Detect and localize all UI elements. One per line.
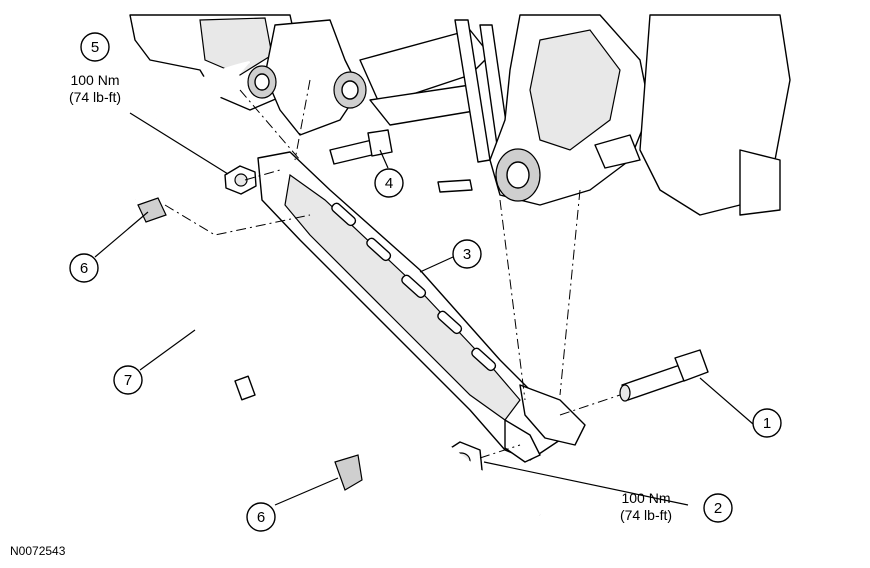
callout-4: 4 [374,168,404,198]
assembly-centerlines [164,79,621,459]
callout-5-torque-lbft: (74 lb-ft) [69,89,121,105]
callout-3: 3 [452,239,482,269]
callout-1-number: 1 [763,415,771,432]
callout-2: 2 100 Nm (74 lb-ft) [620,490,733,523]
leader-lines [94,112,754,506]
callout-3-number: 3 [463,246,471,263]
callout-6-upper-number: 6 [80,260,88,277]
callout-2-torque-nm: 100 Nm [621,490,670,506]
callout-6-lower-number: 6 [257,509,265,526]
callout-6-upper: 6 [69,253,99,283]
callout-2-torque-lbft: (74 lb-ft) [620,507,672,523]
hose-part [133,60,541,517]
callout-5-number: 5 [91,39,99,56]
callout-7-number: 7 [124,372,132,389]
nut-part-upper [224,165,257,195]
callout-7: 7 [113,365,143,395]
callout-5-torque-nm: 100 Nm [70,72,119,88]
callout-1: 1 [752,408,782,438]
callout-6-lower: 6 [246,502,276,532]
callout-4-number: 4 [385,175,393,192]
bolt-part-upper [329,129,393,165]
figure-id: N0072543 [10,544,66,558]
callout-5: 5 100 Nm (74 lb-ft) [69,32,121,105]
lower-arm-part [257,151,586,463]
suspension-assembly-drawing [129,14,791,216]
callout-2-number: 2 [714,500,722,517]
bolt-part [619,349,709,402]
